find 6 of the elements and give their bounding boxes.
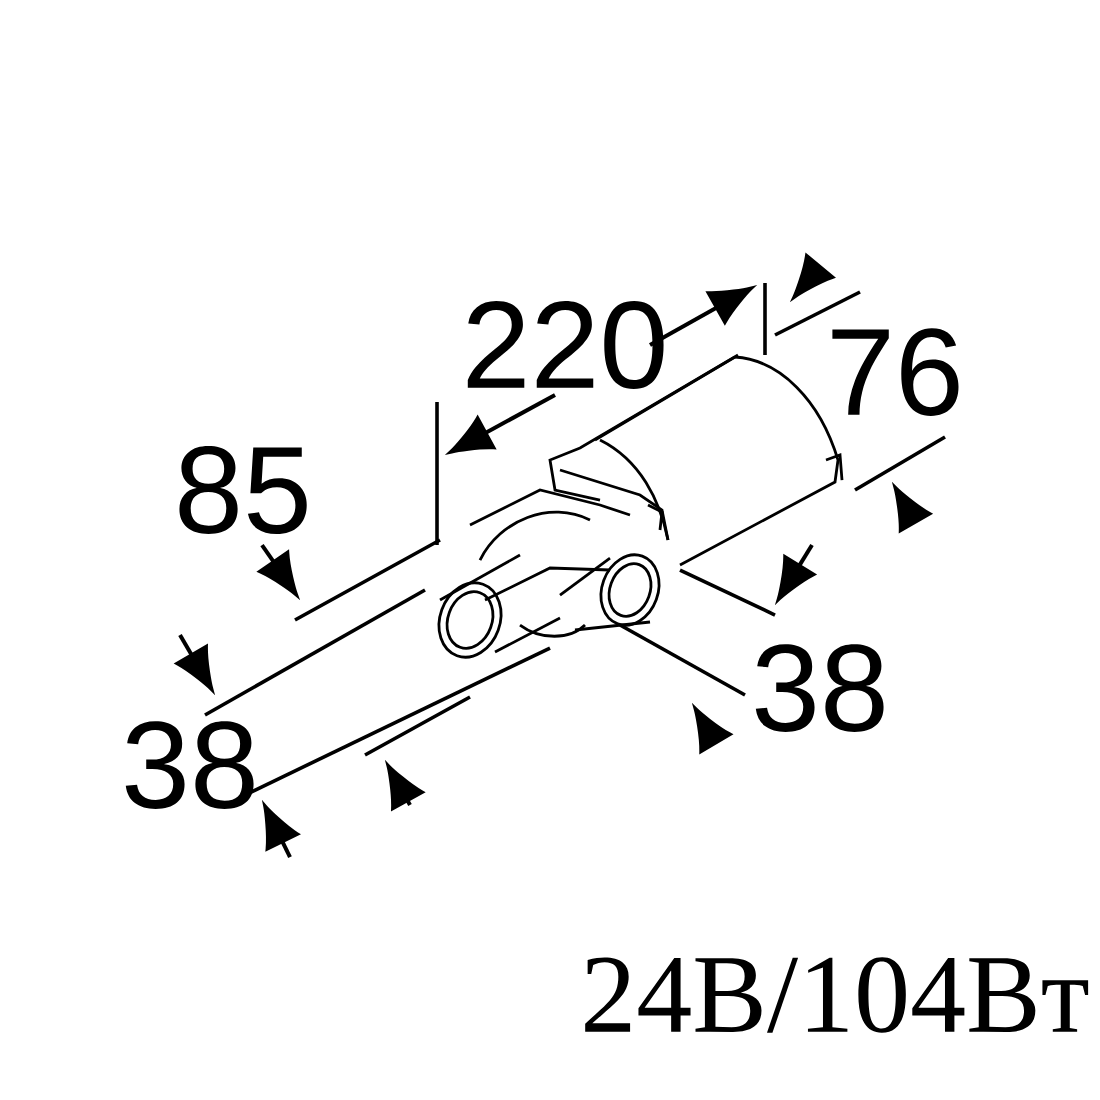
dimension-label: 85: [179, 446, 307, 534]
dimension-label: 38: [755, 644, 884, 732]
dimension-label: 38: [125, 721, 254, 809]
rating-label: 24В/104Вт: [585, 957, 1089, 1033]
dimension-label: 220: [467, 301, 664, 389]
dimension-label: 76: [832, 328, 959, 416]
